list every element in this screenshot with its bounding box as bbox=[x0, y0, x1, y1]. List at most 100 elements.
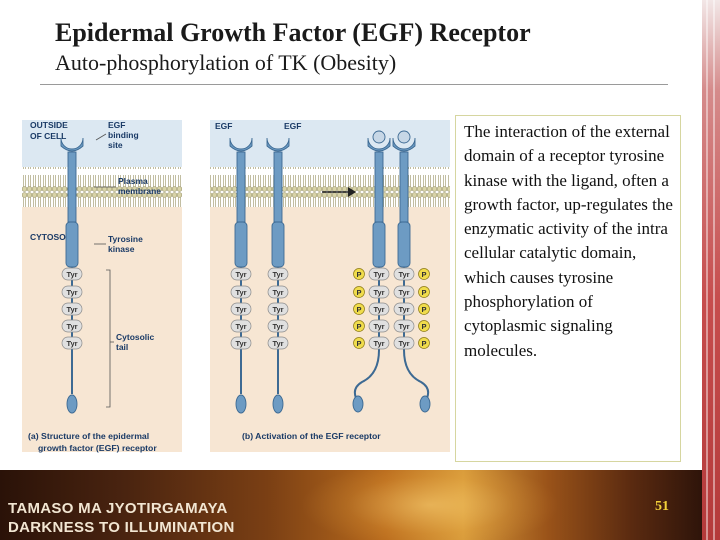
tyrosine-residue bbox=[61, 319, 83, 333]
tyrosine-residue bbox=[230, 319, 252, 333]
tyr-label: Tyr bbox=[398, 288, 409, 297]
footer-translation: DARKNESS TO ILLUMINATION bbox=[8, 519, 235, 536]
tyrosine-residue bbox=[61, 336, 83, 350]
receptors: TyrTyrTyrTyrTyrTyrTyrTyrTyrTyrTyrTyrTyrT… bbox=[60, 130, 431, 414]
tyr-label: Tyr bbox=[373, 322, 384, 331]
transmembrane-domain bbox=[399, 151, 409, 223]
tyr-label: Tyr bbox=[398, 322, 409, 331]
tyr-label: Tyr bbox=[66, 339, 77, 348]
tail-end bbox=[235, 394, 247, 414]
tyr-label: Tyr bbox=[373, 339, 384, 348]
transmembrane-domain bbox=[236, 151, 246, 223]
phosphate-group bbox=[418, 303, 430, 315]
tyr-label: Tyr bbox=[272, 288, 283, 297]
tyrosine-residue bbox=[267, 319, 289, 333]
label-tyrosine-kinase: Tyrosine bbox=[108, 234, 143, 244]
tyrosine-residue bbox=[393, 267, 415, 281]
caption-a: (a) Structure of the epidermal bbox=[28, 431, 149, 441]
tyrosine-residue bbox=[230, 267, 252, 281]
phosphate-label: P bbox=[356, 339, 361, 348]
tyrosine-residue bbox=[230, 336, 252, 350]
label-cytosolic-tail: Cytosolic bbox=[116, 332, 155, 342]
tyr-label: Tyr bbox=[66, 288, 77, 297]
slide-title: Epidermal Growth Factor (EGF) Receptor bbox=[55, 18, 531, 47]
label-plasma-membrane: Plasma bbox=[118, 176, 148, 186]
phosphate-label: P bbox=[421, 305, 426, 314]
tyrosine-residue bbox=[267, 267, 289, 281]
tyr-label: Tyr bbox=[398, 339, 409, 348]
egf-binding-site bbox=[392, 137, 416, 152]
svg-text:kinase: kinase bbox=[108, 244, 135, 254]
tyr-label: Tyr bbox=[235, 339, 246, 348]
tyrosine-residue bbox=[393, 319, 415, 333]
arrowhead bbox=[348, 187, 356, 197]
egf-receptor-diagram: OUTSIDE OF CELL EGF binding site Plasma … bbox=[22, 120, 450, 453]
tyr-label: Tyr bbox=[235, 270, 246, 279]
svg-text:membrane: membrane bbox=[118, 186, 161, 196]
tyr-label: Tyr bbox=[373, 305, 384, 314]
phosphate-label: P bbox=[356, 305, 361, 314]
tyrosine-residue bbox=[230, 285, 252, 299]
transmembrane-domain bbox=[374, 151, 384, 223]
label-egf-left: EGF bbox=[215, 121, 232, 131]
label-egf-binding-site: EGF bbox=[108, 120, 125, 130]
curled-tail-left bbox=[353, 349, 380, 399]
tyr-label: Tyr bbox=[272, 322, 283, 331]
phosphate-label: P bbox=[356, 322, 361, 331]
tail-end bbox=[66, 394, 78, 414]
egf-binding-site bbox=[367, 137, 391, 152]
tyr-label: Tyr bbox=[66, 270, 77, 279]
title-divider bbox=[40, 84, 668, 85]
tyr-label: Tyr bbox=[272, 270, 283, 279]
svg-text:site: site bbox=[108, 140, 123, 150]
tyrosine-residue bbox=[267, 302, 289, 316]
tyr-label: Tyr bbox=[272, 339, 283, 348]
egf-binding-site bbox=[229, 137, 253, 152]
tyr-label: Tyr bbox=[66, 322, 77, 331]
tyrosine-kinase-domain bbox=[397, 221, 411, 268]
label-outside-of-cell: OUTSIDE bbox=[30, 120, 68, 130]
tyrosine-residue bbox=[230, 302, 252, 316]
phosphate-group bbox=[353, 268, 365, 280]
panel-a bbox=[22, 120, 182, 452]
egf-binding-site bbox=[266, 137, 290, 152]
tyrosine-residue bbox=[393, 336, 415, 350]
tail-end bbox=[352, 395, 364, 413]
svg-text:growth factor (EGF) receptor: growth factor (EGF) receptor bbox=[38, 443, 157, 453]
tyrosine-residue bbox=[368, 285, 390, 299]
egf-ligand bbox=[372, 130, 386, 144]
tyrosine-residue bbox=[368, 302, 390, 316]
phosphate-group bbox=[418, 337, 430, 349]
tyr-label: Tyr bbox=[272, 305, 283, 314]
tyrosine-residue bbox=[368, 267, 390, 281]
tail-end bbox=[419, 395, 431, 413]
tyr-label: Tyr bbox=[398, 305, 409, 314]
tyrosine-residue bbox=[368, 336, 390, 350]
tyr-label: Tyr bbox=[66, 305, 77, 314]
phosphate-label: P bbox=[421, 322, 426, 331]
tyrosine-residue bbox=[368, 319, 390, 333]
tyr-label: Tyr bbox=[235, 322, 246, 331]
transmembrane-domain bbox=[273, 151, 283, 223]
tyrosine-residue bbox=[267, 285, 289, 299]
right-decorative-bar bbox=[702, 0, 720, 540]
caption-b: (b) Activation of the EGF receptor bbox=[242, 431, 381, 441]
svg-text:binding: binding bbox=[108, 130, 139, 140]
label-cytosol: CYTOSOL bbox=[30, 232, 71, 242]
tyr-label: Tyr bbox=[373, 288, 384, 297]
phosphate-group bbox=[418, 320, 430, 332]
tyrosine-residue bbox=[393, 302, 415, 316]
phosphate-group bbox=[353, 337, 365, 349]
phosphate-label: P bbox=[421, 270, 426, 279]
phosphate-label: P bbox=[421, 288, 426, 297]
tyrosine-kinase-domain bbox=[234, 221, 248, 268]
egf-ligand bbox=[397, 130, 411, 144]
tyr-label: Tyr bbox=[398, 270, 409, 279]
tyrosine-kinase-domain bbox=[65, 221, 79, 268]
slide-subtitle: Auto-phosphorylation of TK (Obesity) bbox=[55, 50, 397, 75]
phosphate-group bbox=[353, 286, 365, 298]
tyrosine-kinase-domain bbox=[372, 221, 386, 268]
footer-banner: TAMASO MA JYOTIRGAMAYA DARKNESS TO ILLUM… bbox=[0, 470, 702, 540]
tyrosine-residue bbox=[61, 267, 83, 281]
tyr-label: Tyr bbox=[235, 288, 246, 297]
